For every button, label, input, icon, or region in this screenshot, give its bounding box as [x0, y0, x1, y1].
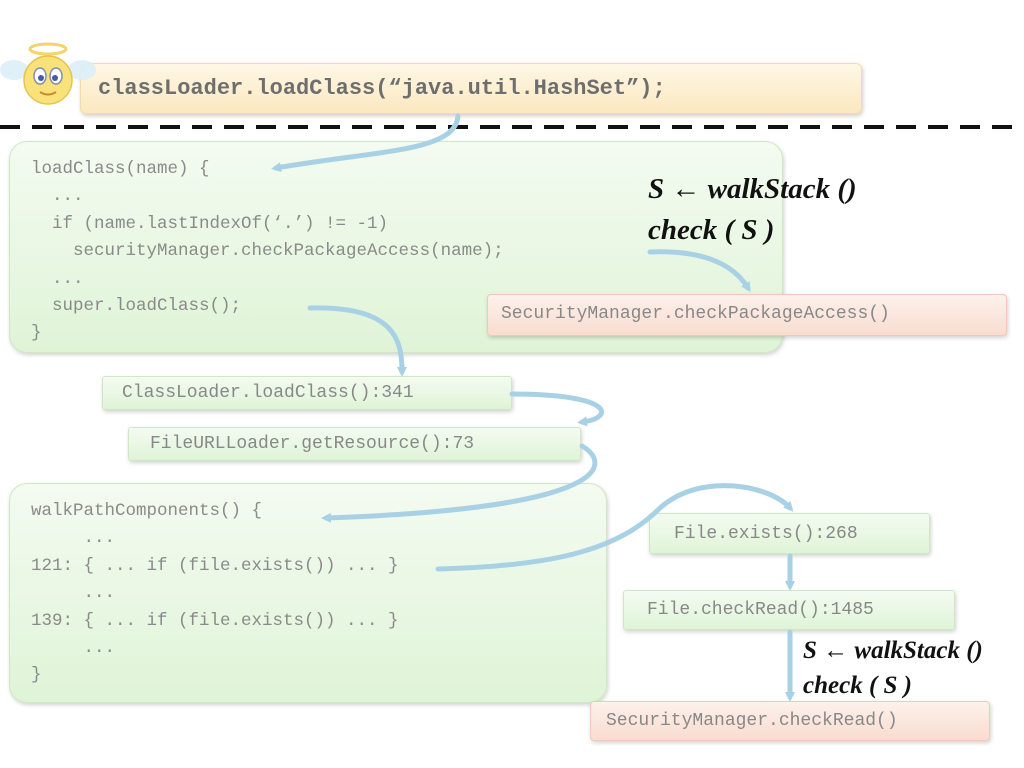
arrow-header-to-loadclass — [271, 113, 461, 173]
code-line: loadClass(name) { — [31, 159, 210, 179]
code-line: 121: { ... if (file.exists()) ... } — [31, 555, 399, 576]
arrow-to-walkpath — [321, 443, 598, 523]
dashed-separator — [0, 125, 1024, 129]
arrow-to-fileurl-getresource — [509, 391, 604, 427]
annotation-top-walkstack: S ← walkStack () — [648, 173, 857, 205]
frame-check-package-access: SecurityManager.checkPackageAccess() — [487, 294, 1007, 336]
loadclass-code-lines: loadClass(name) { ... if (name.lastIndex… — [31, 156, 504, 348]
code-line: } — [31, 323, 42, 344]
code-line: walkPathComponents() { — [31, 501, 263, 521]
header-code-box: classLoader.loadClass(“java.util.HashSet… — [80, 63, 862, 114]
code-line: ... — [31, 186, 84, 207]
code-line: ... — [31, 583, 116, 604]
frame-label: FileURLLoader.getResource():73 — [150, 434, 475, 454]
annotation-top-check: check ( S ) — [648, 214, 775, 246]
frame-classloader-loadclass: ClassLoader.loadClass():341 — [102, 376, 512, 410]
walkpath-code-block: walkPathComponents() { ... 121: { ... if… — [9, 483, 607, 703]
code-line: ... — [31, 637, 116, 658]
code-line: 139: { ... if (file.exists()) ... } — [31, 610, 399, 631]
code-line: ... — [31, 528, 116, 549]
frame-label: SecurityManager.checkRead() — [606, 711, 898, 731]
annotation-bottom-check: check ( S ) — [803, 672, 912, 699]
code-line: super.loadClass(); — [31, 295, 242, 316]
arrow-to-file-exists — [435, 483, 794, 572]
frame-label: ClassLoader.loadClass():341 — [122, 383, 414, 403]
frame-label: File.exists():268 — [674, 524, 858, 544]
angel-face-icon — [0, 42, 96, 105]
arrow-to-classloader-loadclass — [307, 305, 407, 377]
arrow-to-check-package-access — [647, 249, 751, 293]
annotation-bottom-walkstack: S ← walkStack () — [803, 637, 983, 664]
code-line: } — [31, 665, 42, 686]
frame-label: File.checkRead():1485 — [647, 600, 874, 620]
frame-file-exists: File.exists():268 — [649, 513, 930, 554]
code-line: securityManager.checkPackageAccess(name)… — [31, 241, 504, 262]
frame-fileurl-getresource: FileURLLoader.getResource():73 — [128, 427, 581, 461]
code-line: ... — [31, 268, 84, 289]
walkpath-code-lines: walkPathComponents() { ... 121: { ... if… — [31, 498, 399, 690]
frame-label: SecurityManager.checkPackageAccess() — [501, 304, 890, 324]
header-code-text: classLoader.loadClass(“java.util.HashSet… — [98, 76, 666, 101]
code-line: if (name.lastIndexOf(‘.’) != -1) — [31, 213, 389, 234]
